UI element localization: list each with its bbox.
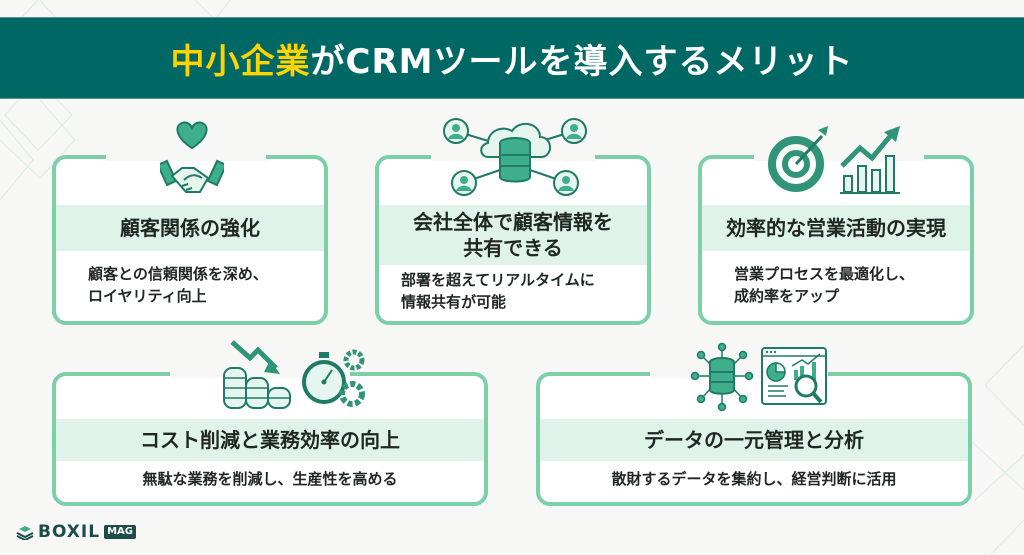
desc-line: 情報共有が可能 bbox=[401, 293, 507, 311]
logo-badge: MAG bbox=[104, 525, 136, 539]
logo-word: BOXIL bbox=[38, 522, 101, 542]
desc-line: 営業プロセスを最適化し、 bbox=[734, 265, 915, 283]
card-title: 共有できる bbox=[463, 236, 563, 260]
card-description: 無駄な業務を削減し、生産性を高める bbox=[56, 468, 484, 490]
title-highlight: 中小企業 bbox=[170, 41, 311, 82]
card-description: 散財するデータを集約し、経営判断に活用 bbox=[540, 468, 968, 490]
card-title-band: データの一元管理と分析 bbox=[540, 419, 968, 461]
boxil-logo-icon bbox=[16, 526, 34, 540]
page-title: 中小企業がCRMツールを導入するメリット bbox=[171, 34, 854, 83]
boxil-mag-logo: BOXIL MAG bbox=[16, 522, 136, 542]
card-title-band: 会社全体で顧客情報を 共有できる bbox=[379, 205, 647, 265]
desc-line: 部署を超えてリアルタイムに bbox=[401, 271, 595, 289]
target-growth-chart-icon bbox=[768, 126, 900, 194]
cloud-database-network-icon bbox=[443, 118, 587, 196]
cost-down-stopwatch-gears-icon bbox=[223, 340, 365, 409]
card-description: 顧客との信頼関係を深め、 ロイヤリティ向上 bbox=[88, 263, 268, 307]
card-title: データの一元管理と分析 bbox=[644, 428, 864, 452]
card-cost-reduction: コスト削減と業務効率の向上 無駄な業務を削減し、生産性を高める bbox=[52, 370, 488, 506]
card-data-management: データの一元管理と分析 散財するデータを集約し、経営判断に活用 bbox=[536, 370, 972, 506]
card-title: 効率的な営業活動の実現 bbox=[726, 216, 946, 240]
card-info-sharing: 会社全体で顧客情報を 共有できる 部署を超えてリアルタイムに 情報共有が可能 bbox=[375, 153, 651, 325]
card-description: 部署を超えてリアルタイムに 情報共有が可能 bbox=[401, 269, 595, 313]
desc-line: 成約率をアップ bbox=[734, 287, 840, 305]
card-title: 顧客関係の強化 bbox=[120, 216, 260, 240]
desc-line: 顧客との信頼関係を深め、 bbox=[88, 265, 268, 283]
header-banner: 中小企業がCRMツールを導入するメリット bbox=[0, 17, 1024, 99]
handshake-heart-icon bbox=[160, 121, 224, 193]
card-title: コスト削減と業務効率の向上 bbox=[140, 428, 400, 452]
title-rest: がCRMツールを導入するメリット bbox=[310, 41, 854, 82]
card-title: 会社全体で顧客情報を bbox=[413, 210, 613, 234]
desc-line: ロイヤリティ向上 bbox=[88, 287, 207, 305]
card-title-band: コスト削減と業務効率の向上 bbox=[56, 419, 484, 461]
card-description: 営業プロセスを最適化し、 成約率をアップ bbox=[734, 263, 914, 307]
database-analytics-icon bbox=[690, 342, 827, 412]
card-title-band: 効率的な営業活動の実現 bbox=[702, 205, 970, 251]
desc-line: 散財するデータを集約し、経営判断に活用 bbox=[611, 470, 897, 488]
card-title-band: 顧客関係の強化 bbox=[56, 205, 324, 251]
card-sales-efficiency: 効率的な営業活動の実現 営業プロセスを最適化し、 成約率をアップ bbox=[698, 153, 974, 325]
desc-line: 無駄な業務を削減し、生産性を高める bbox=[142, 470, 398, 488]
